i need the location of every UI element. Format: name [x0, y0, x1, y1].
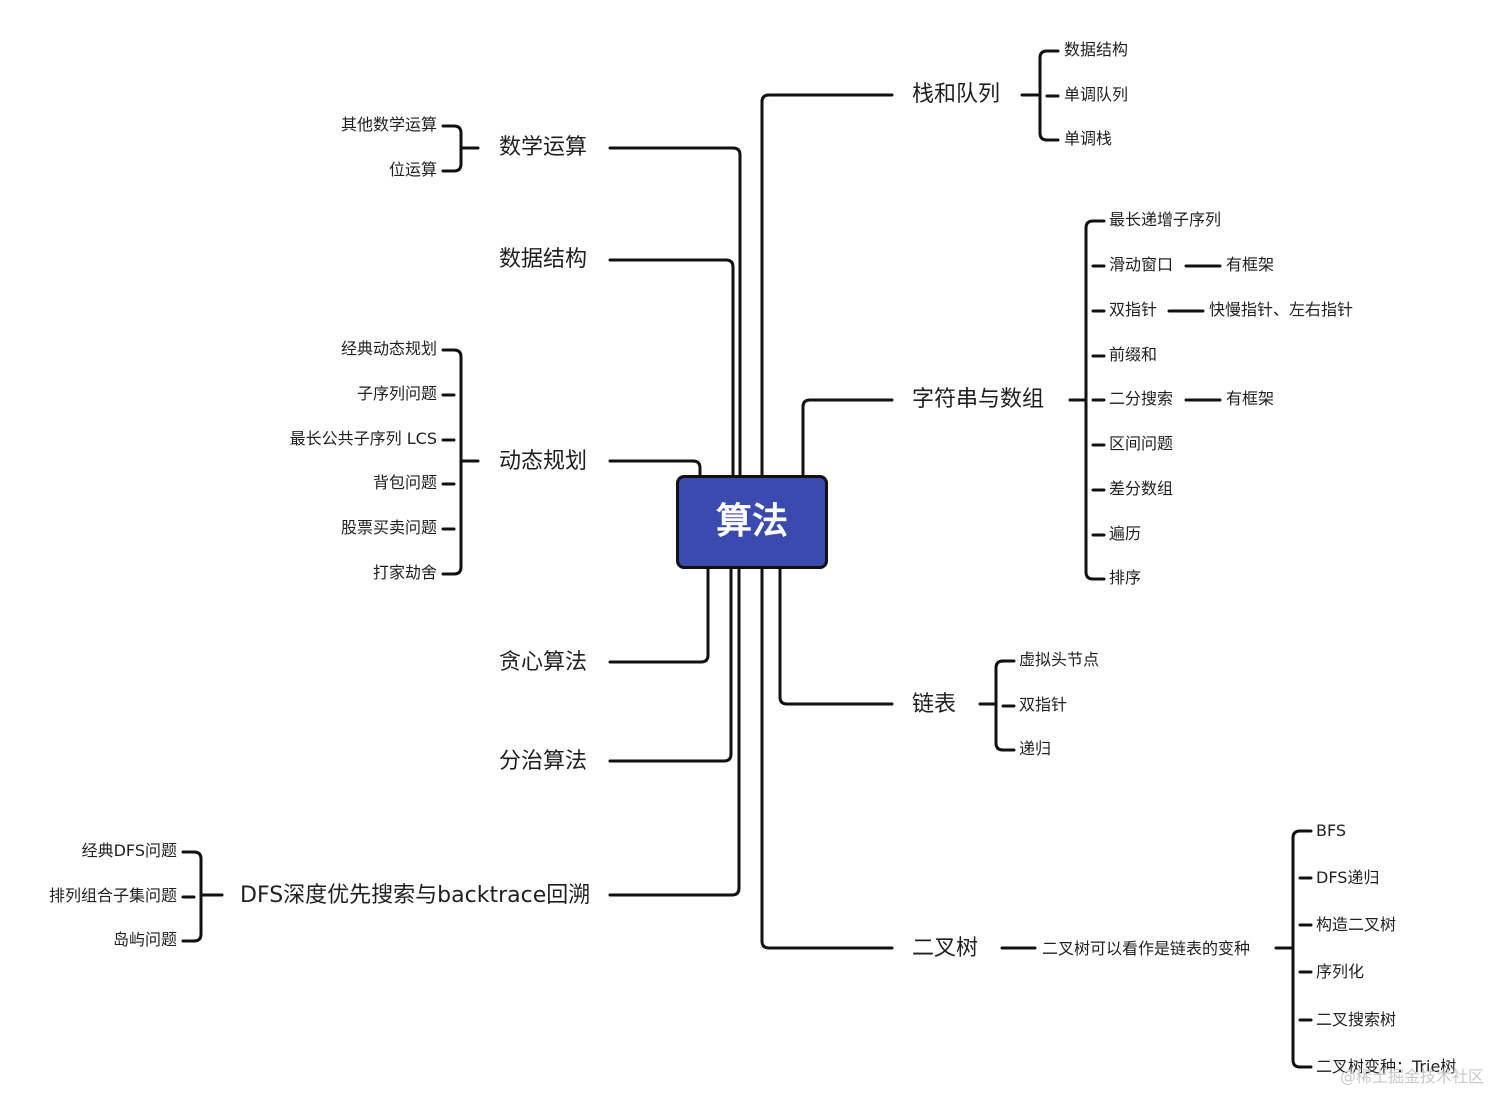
subtopic-bfs[interactable]: BFS: [1316, 821, 1347, 840]
line-root-tree: [760, 567, 894, 950]
subtopic-binary-search[interactable]: 二分搜索: [1109, 389, 1174, 408]
list-bracket: [994, 659, 1005, 752]
line-root-stack: [760, 93, 894, 477]
line-root-math: [608, 146, 742, 477]
subtopic-difference-array[interactable]: 差分数组: [1109, 479, 1174, 498]
topic-greedy[interactable]: 贪心算法: [499, 650, 588, 675]
topic-dynamic-programming[interactable]: 动态规划: [499, 449, 588, 474]
subtopic-other-math[interactable]: 其他数学运算: [340, 115, 437, 134]
string-bracket: [1084, 219, 1095, 581]
topic-data-structure[interactable]: 数据结构: [499, 247, 588, 272]
watermark-credit: @稀土掘金技术社区: [1339, 1067, 1484, 1086]
note-sliding-window[interactable]: 有框架: [1226, 255, 1275, 274]
subtopic-serialize[interactable]: 序列化: [1316, 962, 1365, 981]
topic-math[interactable]: 数学运算: [499, 135, 588, 160]
topic-stack-queue[interactable]: 栈和队列: [912, 82, 1001, 107]
subtopic-recursion[interactable]: 递归: [1019, 739, 1052, 758]
line-root-dp: [608, 459, 702, 477]
root-topic[interactable]: 算法: [676, 475, 828, 569]
subtopic-prefix-sum[interactable]: 前缀和: [1109, 345, 1158, 364]
subtopic-island[interactable]: 岛屿问题: [112, 930, 177, 949]
line-root-greedy: [608, 567, 710, 664]
note-binary-search[interactable]: 有框架: [1226, 389, 1275, 408]
line-root-dfs: [608, 567, 741, 897]
subtopic-monotonic-stack[interactable]: 单调栈: [1064, 129, 1113, 148]
subtopic-bit-ops[interactable]: 位运算: [388, 160, 437, 179]
subtopic-list-two-pointers[interactable]: 双指针: [1019, 695, 1068, 714]
subtopic-bst[interactable]: 二叉搜索树: [1316, 1010, 1397, 1029]
subtopic-knapsack[interactable]: 背包问题: [372, 473, 437, 492]
tree-bracket: [1291, 829, 1302, 1069]
subtopic-data-structure[interactable]: 数据结构: [1064, 40, 1129, 59]
topic-binary-tree[interactable]: 二叉树: [912, 936, 979, 961]
subtopic-interval[interactable]: 区间问题: [1109, 434, 1174, 453]
topic-string-array[interactable]: 字符串与数组: [912, 387, 1045, 412]
subtopic-traversal[interactable]: 遍历: [1109, 524, 1142, 543]
stack-bracket: [1038, 49, 1049, 142]
note-two-pointers[interactable]: 快慢指针、左右指针: [1209, 300, 1354, 319]
subtopic-permutation[interactable]: 排列组合子集问题: [48, 886, 177, 905]
line-root-string: [801, 398, 894, 477]
line-root-divide: [608, 567, 733, 763]
subtopic-dummy-head[interactable]: 虚拟头节点: [1019, 650, 1100, 669]
subtopic-classic-dfs[interactable]: 经典DFS问题: [81, 841, 177, 860]
subtopic-sliding-window[interactable]: 滑动窗口: [1109, 255, 1174, 274]
subtopic-dfs-recursion[interactable]: DFS递归: [1316, 868, 1380, 887]
subtopic-stock[interactable]: 股票买卖问题: [340, 518, 437, 537]
subtopic-two-pointers[interactable]: 双指针: [1109, 300, 1158, 319]
subtopic-tree-bridge[interactable]: 二叉树可以看作是链表的变种: [1042, 939, 1251, 958]
topic-divide-conquer[interactable]: 分治算法: [499, 749, 588, 774]
subtopic-monotonic-queue[interactable]: 单调队列: [1064, 85, 1129, 104]
root-topic-label: 算法: [715, 501, 788, 542]
line-root-data-structure: [608, 258, 735, 477]
subtopic-lcs[interactable]: 最长公共子序列 LCS: [289, 429, 437, 448]
topic-linked-list[interactable]: 链表: [912, 692, 957, 717]
topic-dfs-backtrace[interactable]: DFS深度优先搜索与backtrace回溯: [240, 883, 591, 908]
subtopic-sorting[interactable]: 排序: [1109, 568, 1142, 587]
subtopic-house-robber[interactable]: 打家劫舍: [372, 563, 437, 582]
line-root-list: [778, 567, 894, 706]
subtopic-build-tree[interactable]: 构造二叉树: [1316, 915, 1397, 934]
subtopic-trie[interactable]: 二叉树变种：Trie树: [1316, 1057, 1457, 1076]
subtopic-lis[interactable]: 最长递增子序列: [1109, 210, 1222, 229]
subtopic-subsequence[interactable]: 子序列问题: [356, 384, 437, 403]
subtopic-classic-dp[interactable]: 经典动态规划: [340, 339, 437, 358]
